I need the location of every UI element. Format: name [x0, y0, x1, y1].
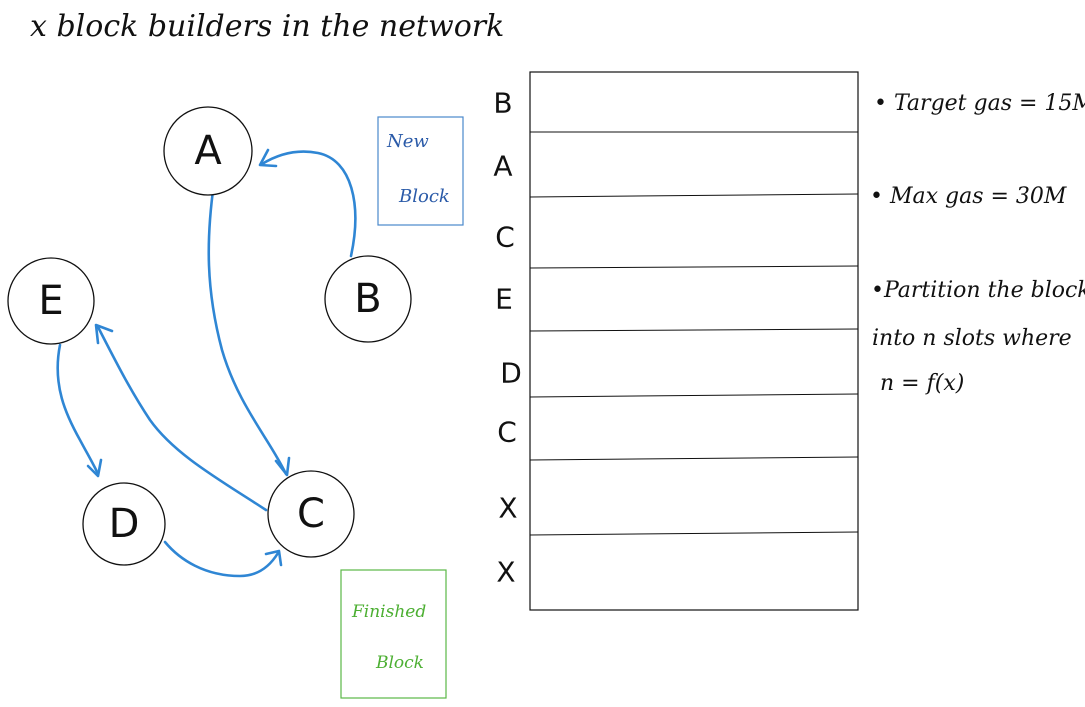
new-block-line2: Block: [398, 186, 450, 207]
note-target-gas: • Target gas = 15M: [874, 91, 1085, 116]
node-d: D: [82, 482, 166, 566]
slot-divider: [529, 328, 859, 332]
slot-label: X: [496, 556, 515, 589]
node-d-circle: [82, 482, 166, 566]
slot-divider: [529, 456, 859, 461]
edge-a-to-c: [207, 181, 288, 476]
finished-block-line1: Finished: [351, 602, 426, 622]
edge-d-to-c-arrowhead: [264, 549, 283, 567]
slot-divider: [529, 393, 859, 398]
finished-block-frame: [340, 569, 447, 699]
note-max-gas: • Max gas = 30M: [870, 184, 1067, 209]
node-c-circle: [267, 470, 355, 558]
finished-block-line2: Block: [375, 653, 424, 673]
slot-divider: [529, 193, 859, 198]
slot-label: B: [493, 87, 512, 120]
edge-e-to-d: [56, 343, 100, 476]
new-block-box: New Block: [377, 116, 464, 226]
node-d-label: D: [109, 501, 140, 547]
slot-label: D: [500, 357, 522, 390]
node-e-label: E: [38, 278, 63, 324]
edge-c-to-e-arrowhead: [94, 323, 114, 345]
edge-c-to-e: [96, 325, 268, 512]
node-e: E: [7, 257, 95, 345]
node-b: B: [324, 255, 412, 343]
slot-label: C: [495, 221, 515, 254]
node-c: C: [267, 470, 355, 558]
block-slots-frame: [529, 71, 859, 611]
slot-label: A: [493, 150, 512, 183]
new-block-frame: [377, 116, 464, 226]
node-a: A: [163, 106, 253, 196]
slot-divider: [529, 531, 859, 536]
node-b-label: B: [354, 276, 381, 322]
note-partition-line3: n = f(x): [880, 371, 964, 396]
edges: [56, 148, 357, 578]
node-a-label: A: [194, 128, 222, 174]
edge-a-to-c-arrowhead: [274, 456, 291, 477]
note-partition-line1: •Partition the block: [871, 278, 1085, 303]
node-e-circle: [7, 257, 95, 345]
slot-label: C: [497, 416, 517, 449]
edge-b-to-a-arrowhead: [258, 148, 278, 168]
node-a-circle: [163, 106, 253, 196]
edge-d-to-c: [163, 540, 280, 578]
slot-label: E: [495, 283, 513, 316]
new-block-line1: New: [386, 131, 429, 152]
slot-divider: [529, 265, 859, 269]
finished-block-box: Finished Block: [340, 569, 447, 699]
node-c-label: C: [297, 491, 325, 537]
block-slots: B A C E D C X X: [493, 71, 859, 611]
slot-label: X: [498, 492, 517, 525]
diagram-title: x block builders in the network: [30, 9, 504, 44]
note-partition-line2: into n slots where: [872, 326, 1072, 351]
node-b-circle: [324, 255, 412, 343]
edge-b-to-a: [260, 150, 357, 258]
notes: • Target gas = 15M • Max gas = 30M •Part…: [870, 91, 1085, 396]
edge-e-to-d-arrowhead: [86, 458, 103, 478]
